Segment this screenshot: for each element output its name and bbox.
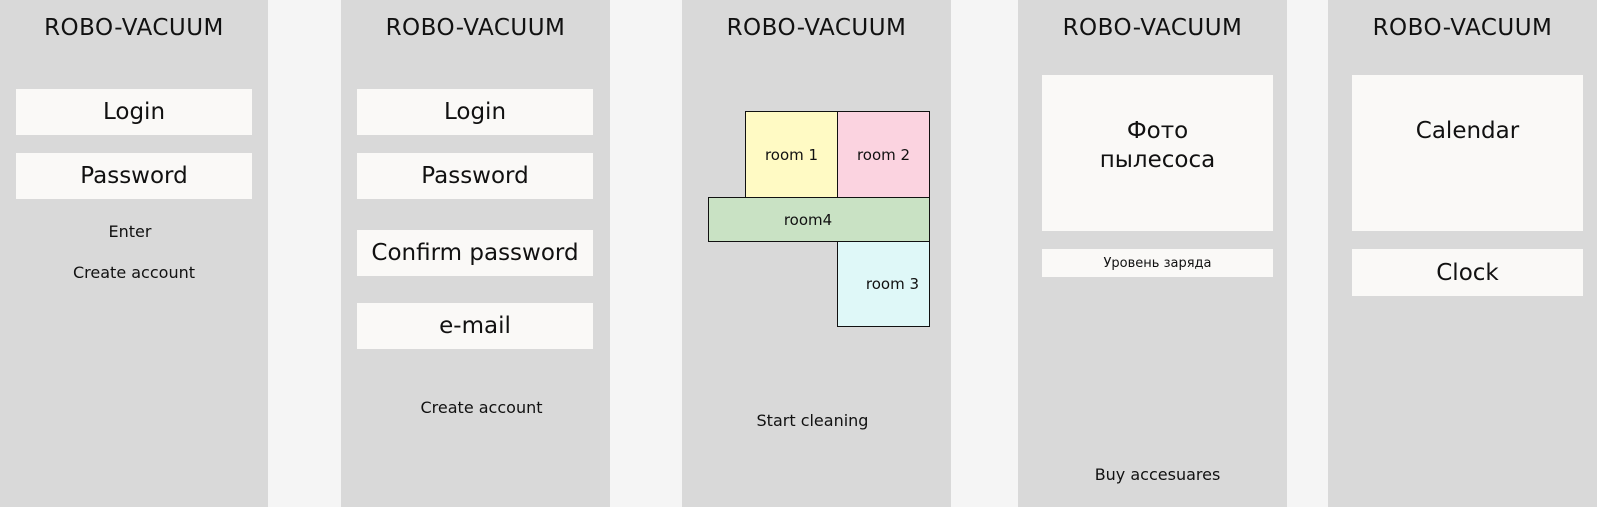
app-title: ROBO-VACUUM — [44, 15, 224, 41]
room-2[interactable]: room 2 — [837, 111, 930, 198]
confirm-password-input[interactable]: Confirm password — [357, 230, 593, 276]
password-input[interactable]: Password — [357, 153, 593, 199]
register-screen: ROBO-VACUUM Login Password Confirm passw… — [341, 0, 610, 507]
buy-accessories-link[interactable]: Buy accesuares — [1094, 465, 1221, 484]
vacuum-photo-label: Фото пылесоса — [1099, 118, 1216, 173]
password-input[interactable]: Password — [16, 153, 252, 199]
room-4[interactable]: room4 — [708, 197, 930, 242]
vacuum-photo-placeholder: Фото пылесоса — [1042, 75, 1273, 231]
login-input[interactable]: Login — [357, 89, 593, 135]
create-account-link[interactable]: Create account — [73, 263, 195, 282]
app-title: ROBO-VACUUM — [385, 15, 566, 41]
app-title: ROBO-VACUUM — [1062, 15, 1243, 41]
device-screen: ROBO-VACUUM Фото пылесоса Уровень заряда… — [1018, 0, 1287, 507]
create-account-button[interactable]: Create account — [420, 398, 543, 417]
start-cleaning-button[interactable]: Start cleaning — [756, 411, 869, 430]
enter-button[interactable]: Enter — [108, 222, 152, 241]
login-screen: ROBO-VACUUM Login Password Enter Create … — [0, 0, 268, 507]
room-3[interactable]: room 3 — [837, 241, 930, 327]
schedule-screen: ROBO-VACUUM Calendar Clock — [1328, 0, 1597, 507]
email-input[interactable]: e-mail — [357, 303, 593, 349]
room-map-screen: ROBO-VACUUM room 1 room 2 room4 room 3 S… — [682, 0, 951, 507]
battery-level: Уровень заряда — [1042, 249, 1273, 277]
app-title: ROBO-VACUUM — [726, 15, 907, 41]
login-input[interactable]: Login — [16, 89, 252, 135]
clock-widget[interactable]: Clock — [1352, 249, 1583, 296]
app-title: ROBO-VACUUM — [1372, 15, 1553, 41]
calendar-widget[interactable]: Calendar — [1352, 75, 1583, 231]
room-1[interactable]: room 1 — [745, 111, 838, 198]
